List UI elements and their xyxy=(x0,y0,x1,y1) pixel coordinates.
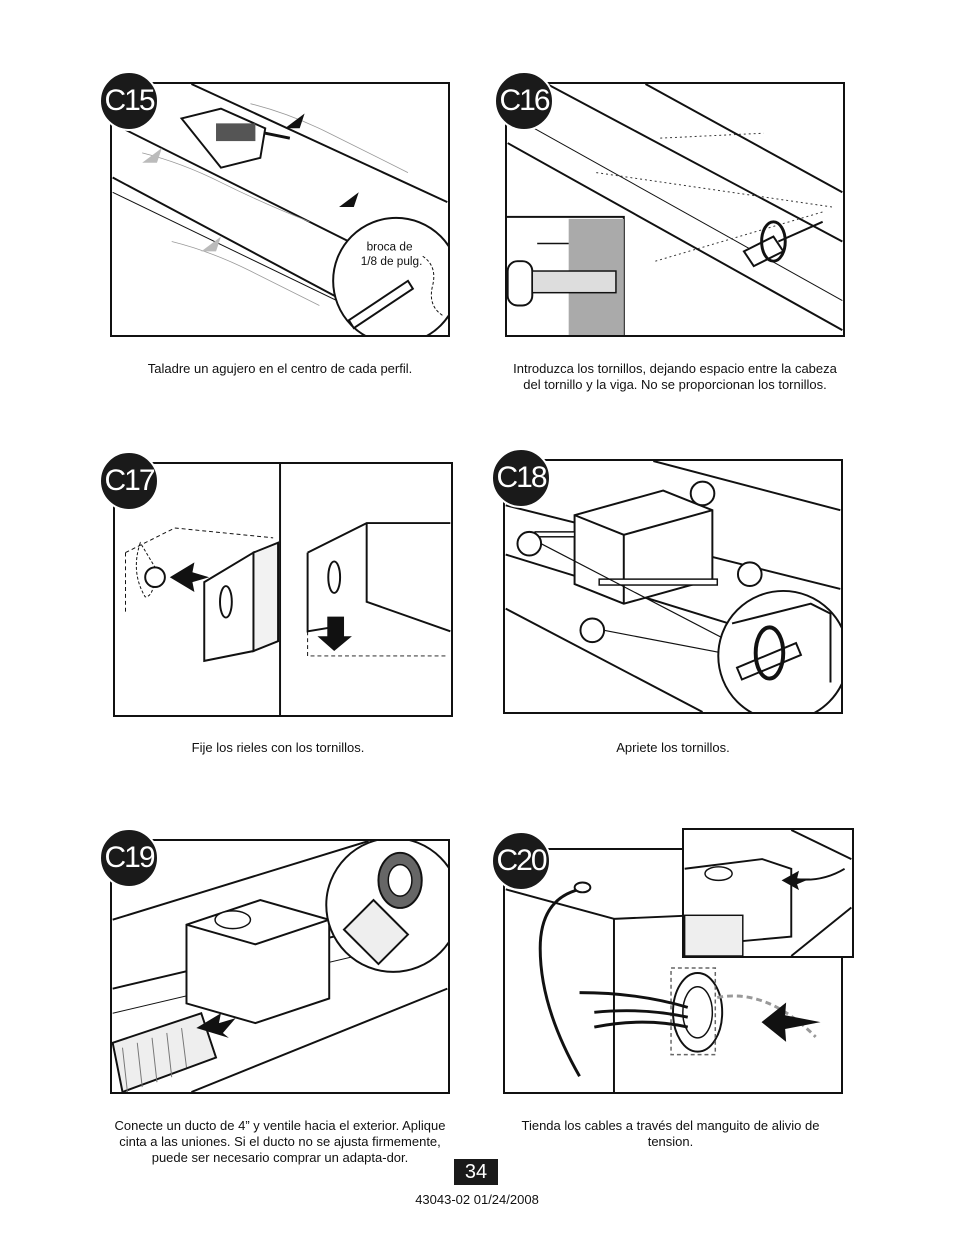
step-caption-c19: Conecte un ducto de 4” y ventile hacia e… xyxy=(114,1118,446,1165)
step-caption-c16: Introduzca los tornillos, dejando espaci… xyxy=(513,361,837,392)
callout-label-line1: broca de xyxy=(367,239,413,253)
drill-illustration: broca de 1/8 de pulg. xyxy=(112,84,448,335)
step-badge-c18: C18 xyxy=(491,448,551,508)
step-c16-illustration xyxy=(505,82,845,337)
step-caption-c20: Tienda los cables a través del manguito … xyxy=(521,1118,820,1149)
callout-label-line2: 1/8 de pulg. xyxy=(361,254,423,268)
strain-relief-icon xyxy=(670,967,724,1056)
page-number: 34 xyxy=(454,1159,498,1185)
step-badge-c19: C19 xyxy=(99,828,159,888)
step-caption-c15: Taladre un agujero en el centro de cada … xyxy=(147,361,413,376)
screwdriver-icon xyxy=(742,220,824,268)
step-c20-inset xyxy=(682,828,854,958)
step-badge-c15: C15 xyxy=(99,71,159,131)
duct-connect-illustration xyxy=(112,841,448,1092)
screw-detail-icon xyxy=(507,260,617,307)
step-caption-c17: Fije los rieles con los tornillos. xyxy=(191,740,365,755)
step-badge-c17: C17 xyxy=(99,451,159,511)
step-caption-c18: Apriete los tornillos. xyxy=(616,740,730,755)
step-c15-illustration: broca de 1/8 de pulg. xyxy=(110,82,450,337)
document-id: 43043-02 01/24/2008 xyxy=(415,1192,539,1207)
screwdriver-icon xyxy=(735,625,803,681)
rail-mount-illustration xyxy=(125,464,451,715)
step-badge-c16: C16 xyxy=(494,71,554,131)
step-c19-illustration xyxy=(110,839,450,1094)
screw-icon xyxy=(144,566,166,589)
fan-housing-icon xyxy=(185,899,331,1025)
duct-icon xyxy=(112,1012,218,1092)
step-badge-c20: C20 xyxy=(491,831,551,891)
screws-illustration xyxy=(507,84,843,335)
step-c18-illustration xyxy=(503,459,843,714)
drill-icon xyxy=(179,107,291,169)
step-c17-illustration xyxy=(113,462,453,717)
fan-housing-icon xyxy=(573,489,714,605)
inset-housing-illustration xyxy=(684,830,852,956)
tighten-screws-illustration xyxy=(505,461,841,712)
